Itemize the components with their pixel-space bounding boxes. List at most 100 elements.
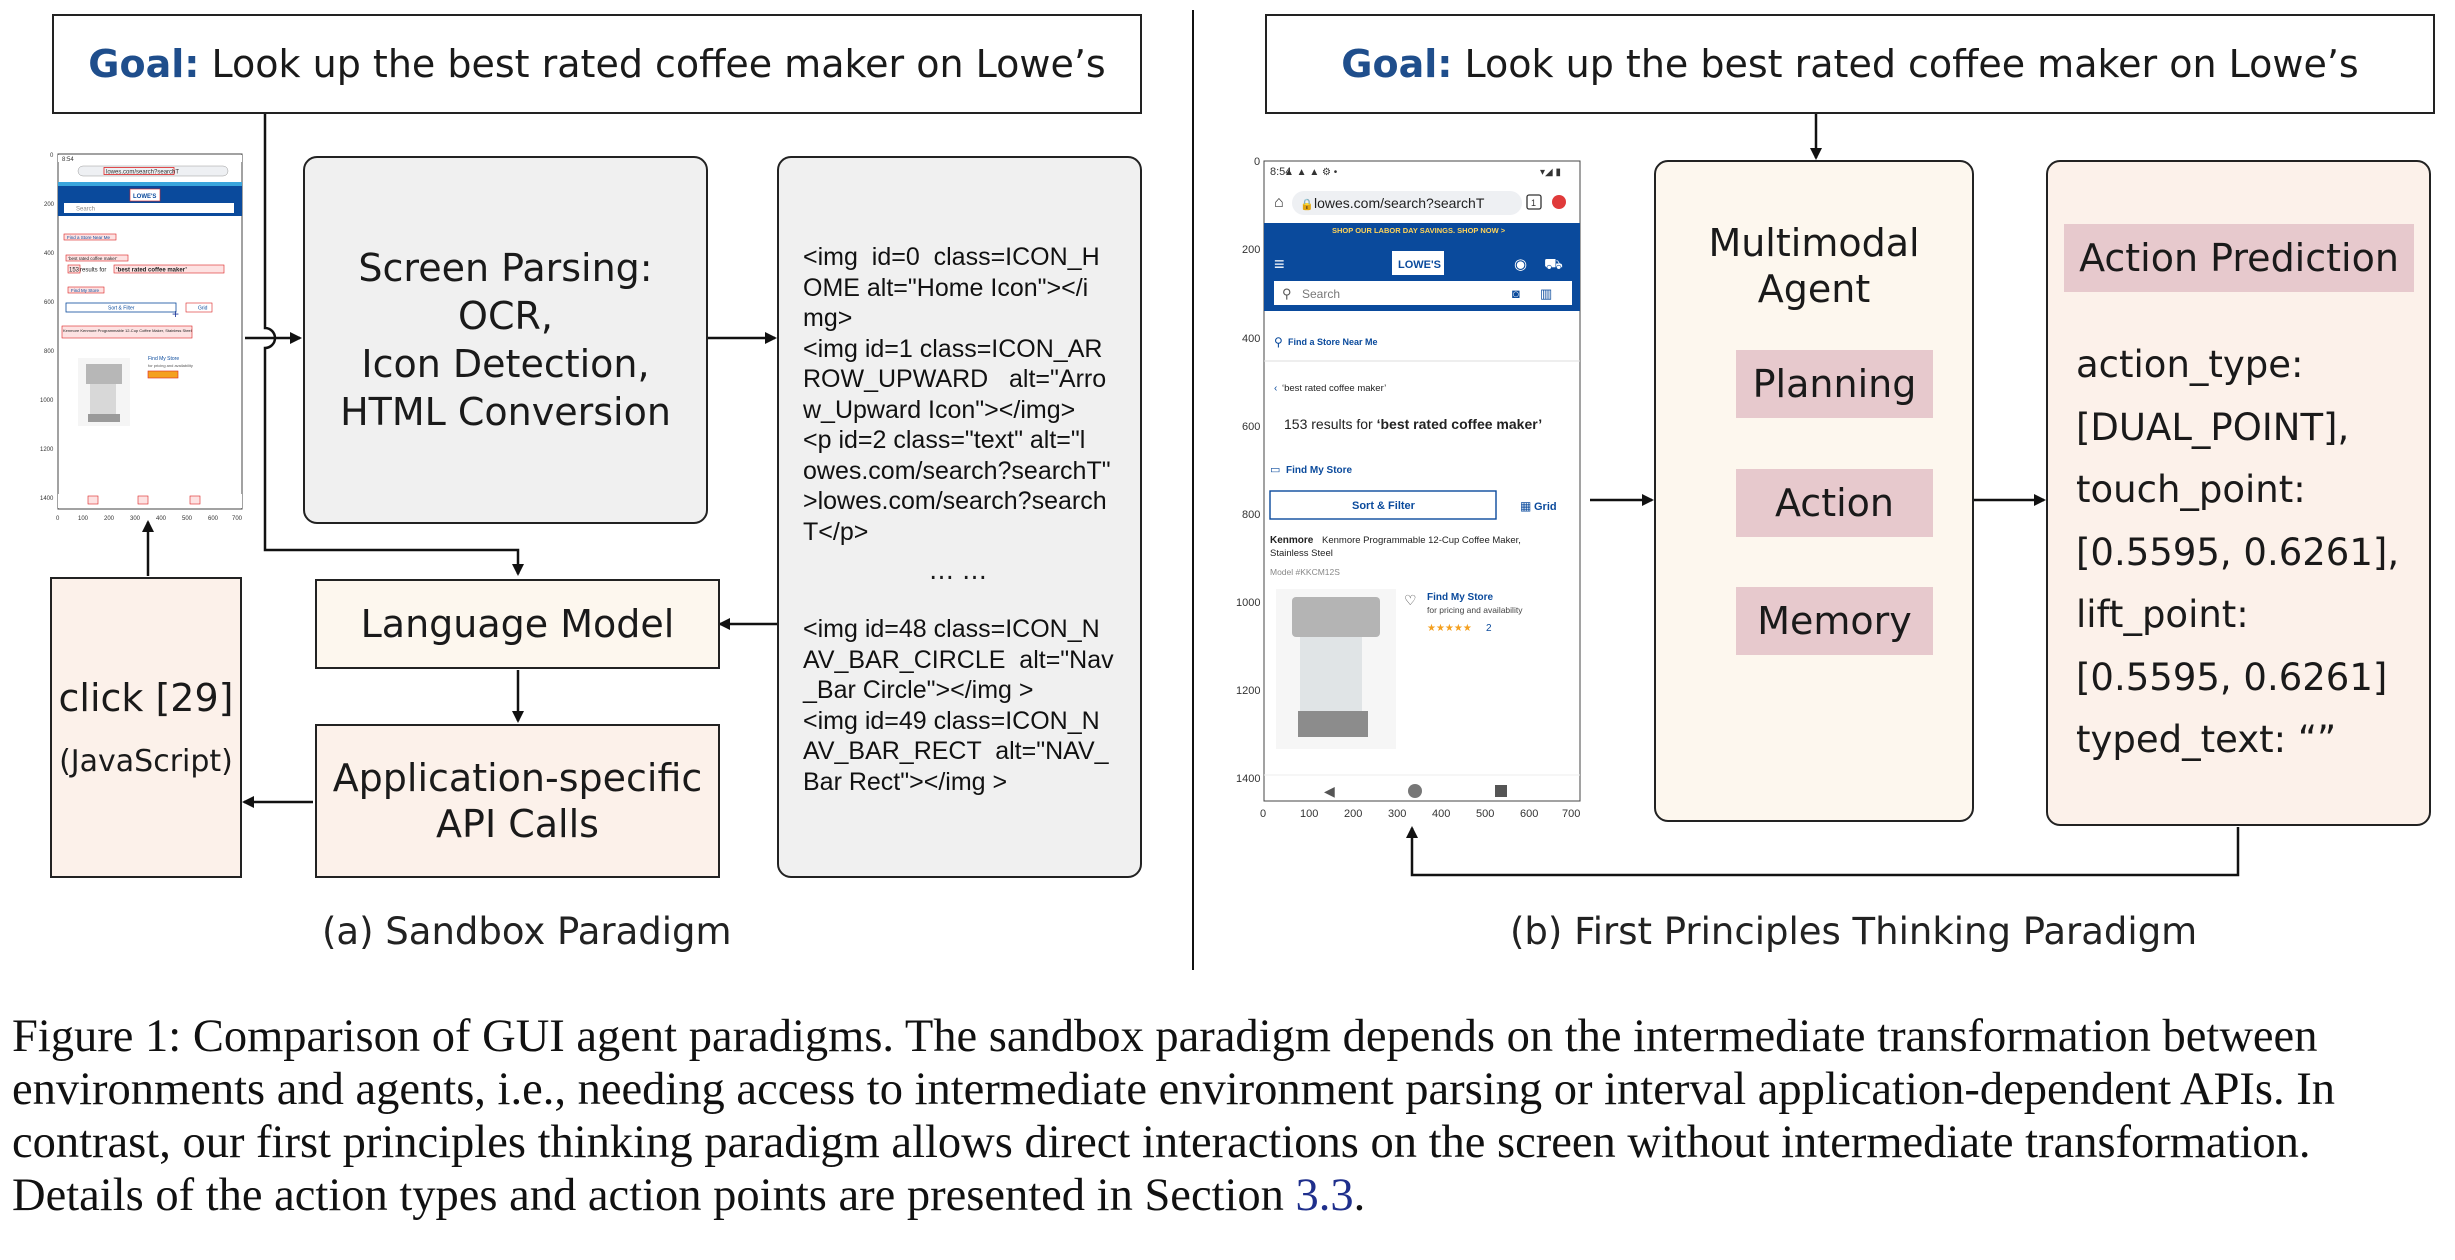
small-y-tick-4: 800 bbox=[44, 349, 55, 355]
click-text: click [29] bbox=[58, 676, 234, 720]
large-y-tick-0: 0 bbox=[1254, 156, 1260, 168]
large-phone-breadcrumb: ‘best rated coffee maker’ bbox=[1282, 383, 1386, 394]
prediction-line-6: [0.5595, 0.6261] bbox=[2076, 655, 2388, 699]
figure-caption-end: . bbox=[1353, 1170, 1366, 1221]
large-y-tick-3: 600 bbox=[1242, 421, 1260, 433]
barcode-icon: ▥ bbox=[1540, 286, 1552, 301]
svg-text:+: + bbox=[172, 307, 179, 321]
record-icon bbox=[1552, 195, 1566, 209]
home-icon: ⌂ bbox=[1274, 194, 1284, 211]
large-phone-banner: SHOP OUR LABOR DAY SAVINGS. SHOP NOW > bbox=[1332, 226, 1506, 235]
large-phone-url: lowes.com/search?searchT bbox=[1314, 195, 1485, 211]
screen-parsing-box: Screen Parsing: OCR, Icon Detection, HTM… bbox=[303, 156, 708, 524]
small-phone-breadcrumb: ‘best rated coffee maker’ bbox=[68, 256, 117, 261]
section-reference-link[interactable]: 3.3 bbox=[1295, 1170, 1354, 1221]
left-goal-text: Look up the best rated coffee maker on L… bbox=[211, 42, 1106, 86]
action-prediction-box: Action Prediction action_type: [DUAL_POI… bbox=[2046, 160, 2431, 826]
large-x-tick-0: 0 bbox=[1260, 808, 1266, 820]
goal-to-lm-connector bbox=[263, 113, 524, 576]
large-phone-product-name: Kenmore Programmable 12-Cup Coffee Maker… bbox=[1322, 535, 1521, 546]
location-icon: ⚲ bbox=[1274, 335, 1283, 349]
large-phone-store-link: Find My Store bbox=[1427, 592, 1494, 603]
prediction-body: action_type: [DUAL_POINT], touch_point: … bbox=[2076, 334, 2399, 772]
small-phone-results-query: ‘best rated coffee maker’ bbox=[116, 268, 187, 274]
svg-text:1: 1 bbox=[1531, 198, 1536, 208]
large-phone-results: 153 results for ‘best rated coffee maker… bbox=[1284, 416, 1542, 432]
planning-box: Planning bbox=[1736, 350, 1933, 418]
figure-caption-text: Figure 1: Comparison of GUI agent paradi… bbox=[12, 1011, 2336, 1221]
small-y-tick-6: 1200 bbox=[40, 447, 54, 453]
large-phone-find-my-store: Find My Store bbox=[1286, 465, 1353, 476]
api-calls-box: Application-specific API Calls bbox=[315, 724, 720, 878]
lock-icon: 🔒 bbox=[1300, 198, 1314, 211]
large-x-tick-4: 400 bbox=[1432, 808, 1450, 820]
small-y-tick-2: 400 bbox=[44, 251, 55, 257]
language-model-label: Language Model bbox=[360, 602, 675, 646]
right-goal-box: Goal: Look up the best rated coffee make… bbox=[1265, 14, 2435, 114]
camera-icon: ◙ bbox=[1512, 286, 1520, 301]
small-x-tick-0: 0 bbox=[56, 516, 60, 522]
prediction-line-2: [DUAL_POINT], bbox=[2076, 405, 2350, 449]
favorite-icon: ♡ bbox=[1404, 592, 1417, 608]
small-x-tick-6: 600 bbox=[208, 516, 219, 522]
menu-icon: ≡ bbox=[1274, 254, 1285, 274]
planning-label: Planning bbox=[1752, 362, 1917, 406]
prediction-line-3: touch_point: bbox=[2076, 468, 2306, 511]
parsing-line-4: HTML Conversion bbox=[340, 390, 671, 434]
small-x-tick-7: 700 bbox=[232, 516, 243, 522]
prediction-line-5: lift_point: bbox=[2076, 593, 2249, 636]
small-phone-store-sub: for pricing and availability bbox=[148, 363, 193, 368]
html-block-2: <img id=48 class=ICON_N AV_BAR_CIRCLE al… bbox=[803, 615, 1114, 796]
recents-nav-icon bbox=[1495, 785, 1507, 797]
large-y-tick-1: 200 bbox=[1242, 244, 1260, 256]
memory-box: Memory bbox=[1736, 587, 1933, 655]
small-phone-store-link: Find My Store bbox=[148, 356, 179, 362]
action-box: Action bbox=[1736, 469, 1933, 537]
small-phone-sort-filter: Sort & Filter bbox=[108, 306, 135, 312]
large-x-tick-1: 100 bbox=[1300, 808, 1318, 820]
click-action-box: click [29] (JavaScript) bbox=[50, 577, 242, 878]
small-y-tick-3: 600 bbox=[44, 300, 55, 306]
svg-text:▲ ▲ ▲ ⚙ •: ▲ ▲ ▲ ⚙ • bbox=[1284, 167, 1338, 178]
large-x-tick-3: 300 bbox=[1388, 808, 1406, 820]
prediction-to-phone-arrow bbox=[1406, 826, 2240, 877]
html-ellipsis: … … bbox=[929, 556, 987, 585]
right-phone-screenshot: 8:54 ▲ ▲ ▲ ⚙ • ▾◢ ▮ ⌂ 🔒 lowes.com/search… bbox=[1222, 155, 1592, 825]
left-phone-screenshot: 8:54 lowes.com/search?searchT LOWE'S Sea… bbox=[38, 148, 248, 526]
small-y-tick-7: 1400 bbox=[40, 496, 54, 502]
small-phone-grid: Grid bbox=[198, 306, 208, 312]
small-phone-product-name: Kenmore Kenmore Programmable 12-Cup Coff… bbox=[63, 328, 192, 333]
large-phone-brand: Kenmore bbox=[1270, 535, 1314, 546]
prediction-line-7: typed_text: “” bbox=[2076, 718, 2337, 761]
small-x-tick-2: 200 bbox=[104, 516, 115, 522]
memory-label: Memory bbox=[1757, 599, 1912, 643]
large-x-tick-7: 700 bbox=[1562, 808, 1580, 820]
large-phone-time: 8:54 bbox=[1270, 166, 1291, 178]
large-y-tick-6: 1200 bbox=[1236, 685, 1260, 697]
large-phone-search: Search bbox=[1302, 287, 1340, 301]
small-phone-results-text: results for bbox=[80, 268, 106, 274]
large-y-tick-2: 400 bbox=[1242, 333, 1260, 345]
api-line-2: API Calls bbox=[436, 802, 599, 846]
html-block-1: <img id=0 class=ICON_H OME alt="Home Ico… bbox=[803, 243, 1111, 546]
click-sub: (JavaScript) bbox=[59, 744, 233, 779]
small-phone-logo: LOWE'S bbox=[133, 194, 156, 200]
parsing-line-2: OCR, bbox=[458, 294, 553, 338]
small-x-tick-4: 400 bbox=[156, 516, 167, 522]
small-phone-url: lowes.com/search?searchT bbox=[106, 170, 179, 176]
svg-text:‹: ‹ bbox=[1274, 383, 1277, 394]
small-x-tick-5: 500 bbox=[182, 516, 193, 522]
small-phone-results-count: 153 bbox=[69, 268, 80, 274]
small-y-tick-1: 200 bbox=[44, 202, 55, 208]
left-goal-label: Goal: bbox=[88, 42, 200, 86]
small-x-tick-3: 300 bbox=[130, 516, 141, 522]
large-phone-sort-filter: Sort & Filter bbox=[1352, 500, 1416, 512]
back-nav-icon: ◀ bbox=[1324, 783, 1335, 799]
large-y-tick-4: 800 bbox=[1242, 509, 1260, 521]
large-phone-store-sub: for pricing and availability bbox=[1427, 605, 1523, 615]
prediction-line-1: action_type: bbox=[2076, 343, 2304, 386]
action-label: Action bbox=[1774, 481, 1894, 525]
svg-text:Stainless Steel: Stainless Steel bbox=[1270, 548, 1333, 559]
large-phone-model: Model #KKCM12S bbox=[1270, 567, 1340, 577]
prediction-line-4: [0.5595, 0.6261], bbox=[2076, 530, 2400, 574]
